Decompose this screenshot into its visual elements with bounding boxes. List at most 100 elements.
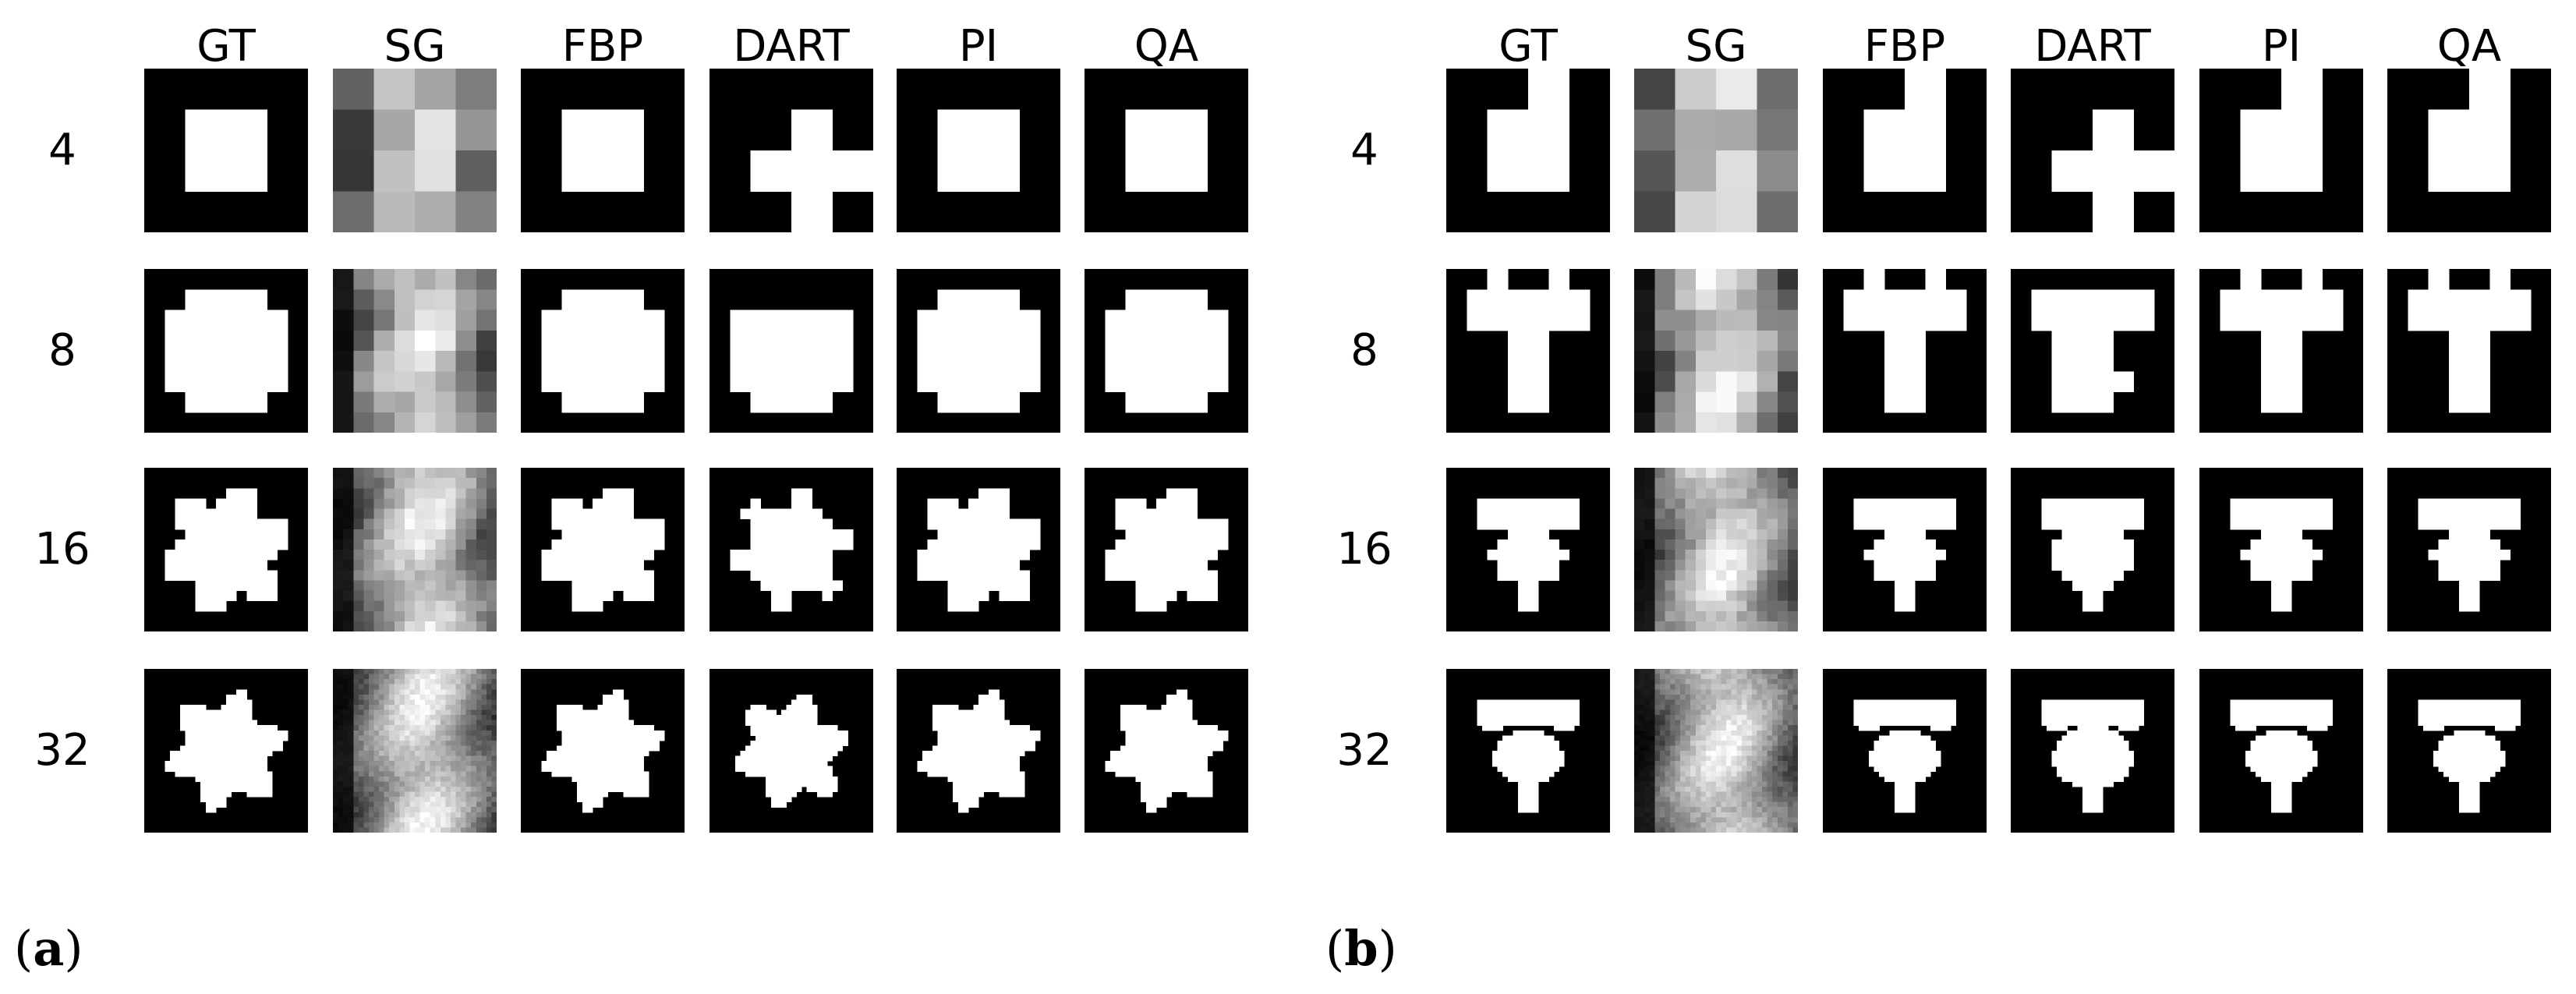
panel-a-tile-sg-16-pixel	[373, 560, 385, 571]
panel-a-tile-sg-32-pixel	[333, 766, 339, 772]
panel-a-tile-sg-32-pixel	[481, 715, 487, 721]
panel-a-tile-qa-16-pixel	[1166, 498, 1177, 510]
panel-a-tile-gt-32-pixel	[241, 755, 247, 762]
panel-b-tile-fbp-8-pixel	[1945, 289, 1967, 311]
panel-a-tile-sg-32-pixel	[379, 781, 385, 787]
panel-b-tile-dart-8-pixel	[2072, 391, 2093, 413]
panel-a-tile-qa-16-pixel	[1115, 570, 1127, 581]
panel-a-tile-sg-16-pixel	[415, 488, 426, 499]
panel-a-tile-gt-32-pixel	[231, 766, 237, 772]
panel-a-tile-pi-16-pixel	[989, 498, 1000, 510]
panel-a-tile-sg-32-pixel	[435, 755, 441, 762]
panel-a-tile-sg-32-pixel	[348, 817, 354, 823]
panel-a-tile-pi-16-pixel	[1029, 539, 1041, 550]
panel-b-tile-pi-16-pixel	[2322, 508, 2334, 520]
panel-b-tile-fbp-16-pixel	[1935, 498, 1947, 510]
panel-a-tile-fbp-16	[521, 468, 685, 631]
panel-a-tile-dart-32-pixel	[832, 745, 838, 752]
panel-a-tile-gt-32-pixel	[277, 745, 283, 752]
panel-a-tile-dart-32-pixel	[776, 776, 782, 782]
panel-a-tile-qa-32-pixel	[1191, 776, 1198, 782]
panel-a-tile-sg-32-pixel	[491, 761, 497, 767]
panel-b-tile-sg-8-pixel	[1654, 269, 1676, 290]
panel-b-tile-dart-8-pixel	[2072, 289, 2093, 311]
panel-a-tile-pi-16-pixel	[968, 580, 979, 592]
panel-a-tile-pi-32	[897, 669, 1060, 833]
panel-a-tile-dart-32-pixel	[812, 740, 818, 747]
panel-a-tile-qa-32-pixel	[1207, 751, 1213, 757]
panel-a-tile-sg-32-pixel	[435, 730, 441, 736]
panel-b-tile-gt-32-pixel	[1523, 751, 1529, 757]
panel-a-tile-sg-32-pixel	[461, 740, 467, 747]
panel-a-tile-qa-32-pixel	[1181, 766, 1187, 772]
panel-b-tile-sg-16-pixel	[1644, 600, 1655, 612]
panel-b-tile-dart-16-pixel	[2072, 560, 2083, 571]
panel-b-tile-sg-16-pixel	[1767, 529, 1778, 540]
panel-a-tile-gt-16-pixel	[165, 550, 175, 561]
panel-a-tile-dart-32-pixel	[760, 709, 766, 716]
panel-a-tile-fbp-32-pixel	[561, 730, 568, 736]
panel-a-tile-sg-32-pixel	[338, 822, 344, 829]
panel-b-tile-sg-16-pixel	[1767, 621, 1778, 631]
panel-b-tile-sg-16-pixel	[1746, 488, 1758, 499]
panel-a-tile-sg-32-pixel	[486, 761, 493, 767]
panel-b-tile-sg-32-pixel	[1767, 679, 1773, 685]
panel-b-tile-gt-8-pixel	[1507, 391, 1529, 413]
panel-a-tile-sg-32-pixel	[358, 745, 364, 752]
panel-a-tile-pi-32-pixel	[993, 776, 1000, 782]
panel-b-tile-sg-32-pixel	[1644, 699, 1651, 706]
panel-a-tile-qa-32-pixel	[1161, 751, 1167, 757]
panel-a-tile-sg-32-pixel	[363, 704, 370, 711]
panel-a-tile-sg-32-pixel	[379, 761, 385, 767]
panel-a-tile-pi-32-pixel	[1029, 735, 1035, 741]
panel-a-tile-pi-32-pixel	[983, 771, 989, 777]
panel-a-tile-sg-32-pixel	[471, 730, 477, 736]
panel-a-tile-fbp-32-pixel	[607, 755, 614, 762]
panel-b-tile-dart-16-pixel	[2061, 550, 2073, 561]
panel-a-tile-gt-32-pixel	[165, 766, 171, 772]
panel-b-tile-gt-32-pixel	[1523, 745, 1529, 752]
panel-b-tile-sg-32-pixel	[1716, 694, 1722, 700]
panel-a-tile-sg-16-pixel	[476, 610, 487, 622]
panel-b-tile-sg-16-pixel	[1654, 529, 1665, 540]
panel-b-tile-dart-16-pixel	[2123, 508, 2135, 520]
panel-a-tile-gt-32-pixel	[267, 771, 273, 777]
panel-a-tile-pi-32-pixel	[953, 730, 959, 736]
panel-b-tile-gt-32-pixel	[1513, 776, 1519, 782]
panel-a-tile-sg-32-pixel	[425, 715, 431, 721]
panel-b-tile-dart-16-pixel	[2082, 529, 2093, 540]
panel-b-tile-sg-16-pixel	[1705, 580, 1717, 592]
panel-a-tile-sg-32-pixel	[415, 827, 421, 833]
panel-a-tile-pi-32-pixel	[963, 781, 969, 787]
panel-a-tile-fbp-16-pixel	[571, 508, 583, 520]
panel-a-tile-sg-32-pixel	[476, 786, 482, 793]
panel-a-tile-pi-32-pixel	[983, 740, 989, 747]
panel-b-tile-gt-32-pixel	[1543, 720, 1549, 726]
panel-a-tile-sg-16-pixel	[415, 550, 426, 561]
panel-a-tile-gt-32-pixel	[205, 725, 211, 731]
panel-a-tile-sg-32-pixel	[471, 745, 477, 752]
panel-a-tile-dart-32-pixel	[822, 781, 828, 787]
panel-a-tile-pi-32-pixel	[937, 740, 943, 747]
panel-a-tile-dart-32-pixel	[786, 751, 792, 757]
panel-a-tile-fbp-32-pixel	[597, 761, 603, 767]
panel-a-tile-pi-32-pixel	[973, 745, 979, 752]
panel-a-tile-sg-8-pixel	[394, 371, 416, 393]
panel-b-tile-gt-32-pixel	[1574, 720, 1580, 726]
panel-a-tile-pi-32-pixel	[947, 709, 954, 716]
panel-a-tile-sg-16-pixel	[363, 508, 375, 520]
panel-a-tile-fbp-16-pixel	[613, 488, 624, 499]
panel-a-tile-qa-32-pixel	[1161, 786, 1167, 793]
panel-b-tile-sg-16-pixel	[1757, 468, 1768, 479]
panel-a-tile-gt-32-pixel	[165, 761, 171, 767]
panel-b-tile-sg-32-pixel	[1777, 679, 1783, 685]
panel-a-tile-sg-32-pixel	[343, 761, 349, 767]
panel-b-tile-sg-32-pixel	[1782, 669, 1789, 675]
panel-b-tile-gt-16-pixel	[1517, 550, 1529, 561]
panel-a-tile-sg-16-pixel	[465, 498, 477, 510]
panel-a-tile-dart-32-pixel	[801, 699, 808, 706]
panel-a-tile-dart-8-pixel	[791, 330, 812, 352]
panel-a-tile-pi-32-pixel	[1024, 745, 1031, 752]
panel-a-tile-sg-32-pixel	[425, 755, 431, 762]
panel-a-tile-fbp-32-pixel	[571, 730, 578, 736]
